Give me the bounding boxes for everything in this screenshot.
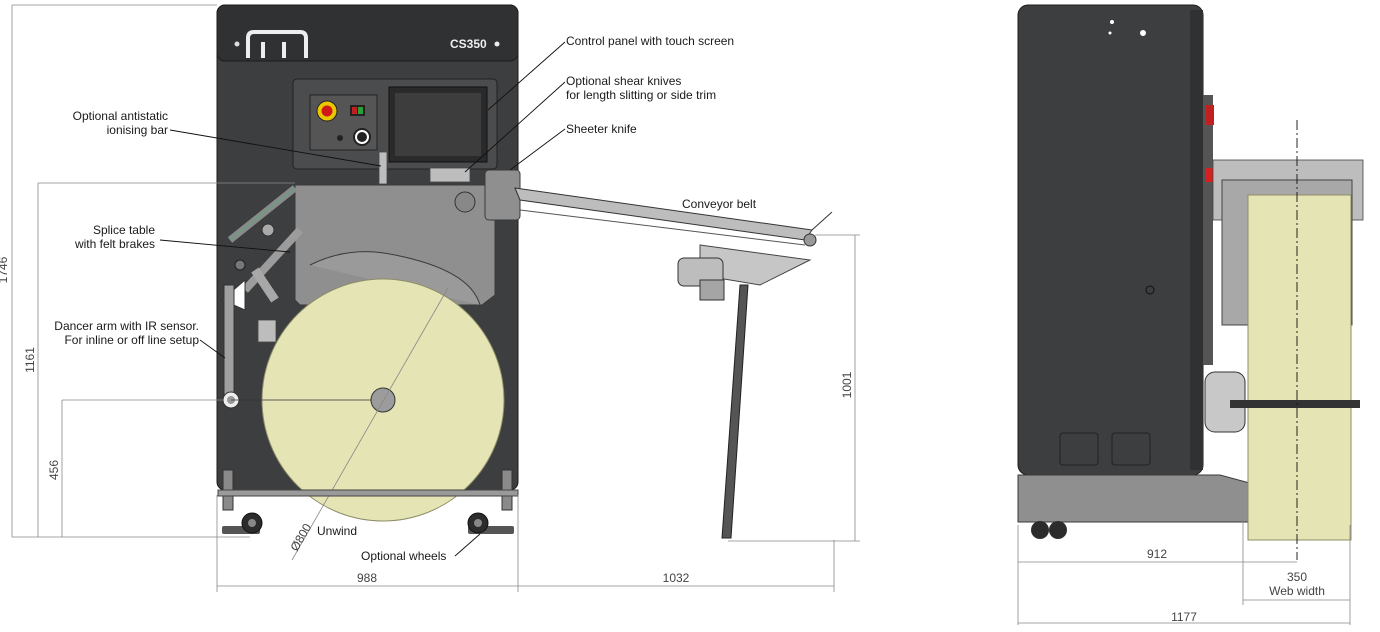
label-roll-diameter: Ø800 xyxy=(287,521,314,554)
label-unwind: Unwind xyxy=(317,524,357,538)
side-roll xyxy=(1247,194,1352,541)
shaft-hub xyxy=(454,191,476,213)
label-dancer-1: Dancer arm with IR sensor. xyxy=(54,319,199,333)
label-control-panel: Control panel with touch screen xyxy=(566,34,734,48)
model-label: CS350 xyxy=(450,37,487,51)
dim-total-depth: 1177 xyxy=(1171,610,1197,624)
brand-logo xyxy=(234,30,308,58)
cabinet-header xyxy=(216,4,519,62)
dim-conveyor-length: 1032 xyxy=(663,571,690,585)
unwind-core xyxy=(370,387,396,413)
front-dimensions: 1746 1161 456 1001 988 1032 xyxy=(0,4,860,592)
label-splice-2: with felt brakes xyxy=(74,237,155,251)
conveyor-leg xyxy=(721,284,749,539)
side-dimensions: 912 350 Web width 1177 xyxy=(1017,520,1351,625)
dim-web-width: 350 xyxy=(1287,570,1307,584)
power-switch xyxy=(350,105,365,116)
dim-unwind-height: 456 xyxy=(47,460,61,480)
side-wheel-1 xyxy=(1031,521,1049,539)
dim-conveyor-height: 1001 xyxy=(840,371,854,398)
conveyor-belt xyxy=(514,187,813,241)
header-indicator xyxy=(494,41,500,47)
dim-total-height: 1746 xyxy=(0,256,10,283)
label-splice-1: Splice table xyxy=(93,223,155,237)
label-wheels: Optional wheels xyxy=(361,549,446,563)
label-sheeter-knife: Sheeter knife xyxy=(566,122,637,136)
side-cabinet xyxy=(1017,4,1204,476)
front-view: CS350 xyxy=(0,4,860,592)
label-conveyor-belt: Conveyor belt xyxy=(682,197,757,211)
dim-web-width-label: Web width xyxy=(1269,584,1325,598)
label-antistatic-2: ionising bar xyxy=(107,123,168,137)
dim-machine-width: 988 xyxy=(357,571,377,585)
label-shear-knives-2: for length slitting or side trim xyxy=(566,88,716,102)
label-shear-knives-1: Optional shear knives xyxy=(566,74,681,88)
dim-table-height: 1161 xyxy=(23,347,37,373)
label-antistatic-1: Optional antistatic xyxy=(73,109,168,123)
side-view: 912 350 Web width 1177 xyxy=(1017,4,1364,625)
dancer-arm xyxy=(223,284,235,401)
key-switch-icon xyxy=(357,132,367,142)
emergency-stop-icon xyxy=(321,105,333,117)
sheeter-head xyxy=(484,169,521,221)
label-dancer-2: For inline or off line setup xyxy=(64,333,199,347)
dim-cabinet-width: 912 xyxy=(1147,547,1167,561)
